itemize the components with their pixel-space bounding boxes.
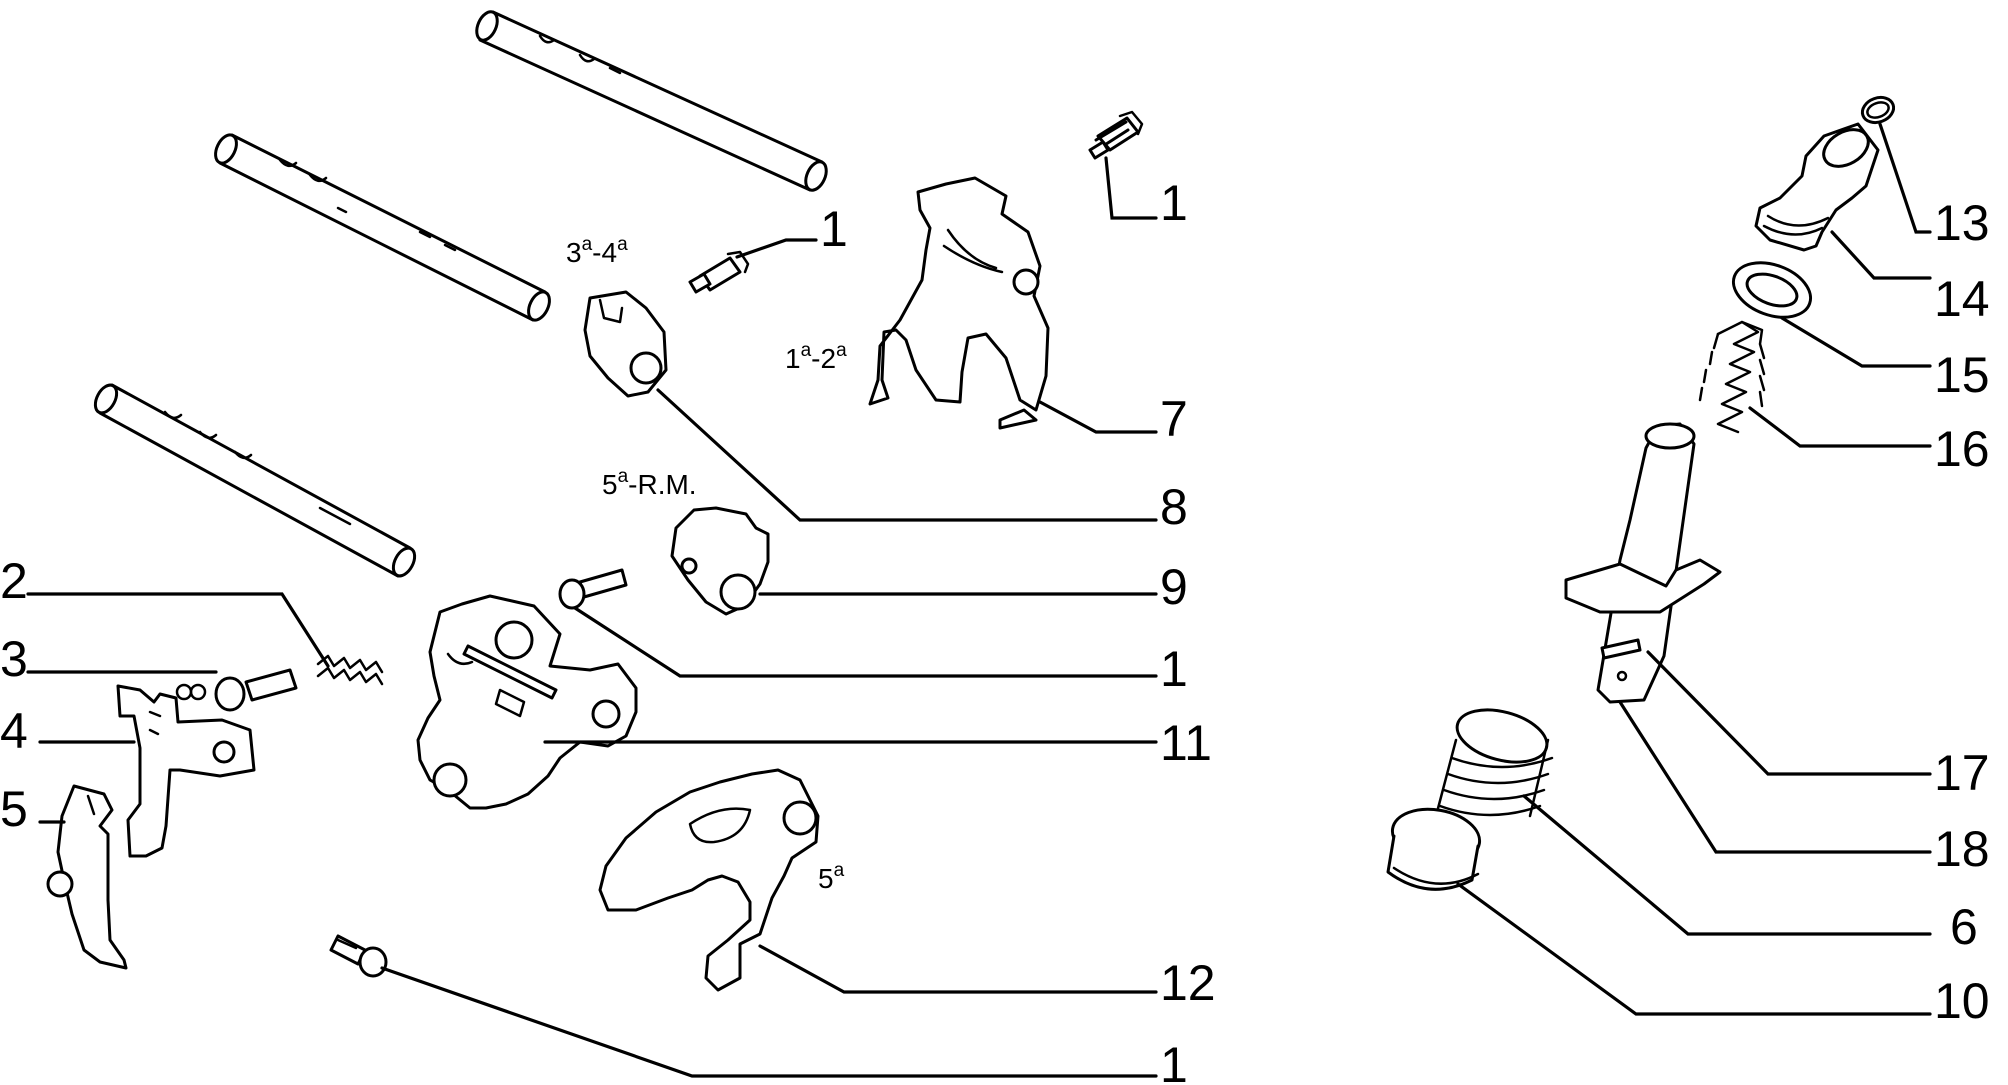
gear-selector-bracket xyxy=(416,594,638,810)
callout-12: 12 xyxy=(1160,955,1216,1011)
bolt-top-right xyxy=(1088,110,1144,160)
interlock-plate-5 xyxy=(46,784,128,970)
gear-label-1st-2nd: 1a-2a xyxy=(785,340,847,374)
gear-label-3rd-4th: 3a-4a xyxy=(566,234,628,268)
interlock-plate-4 xyxy=(116,684,256,858)
bolt-middle xyxy=(688,250,750,294)
selector-shaft-18 xyxy=(1564,422,1722,704)
bolt-bottom xyxy=(329,934,388,978)
callout-4: 4 xyxy=(0,703,28,759)
threaded-plug-14 xyxy=(1754,122,1880,252)
callout-1-bottom: 1 xyxy=(1160,1037,1188,1085)
detent-spring-2 xyxy=(316,654,384,686)
detent-plunger-3 xyxy=(175,668,298,712)
bolt-left-of-bracket xyxy=(558,568,628,610)
leader-lines xyxy=(26,122,1932,1078)
sleeve-10 xyxy=(1386,807,1482,891)
selector-rod-top xyxy=(475,10,828,192)
callout-7: 7 xyxy=(1160,391,1188,447)
callout-14: 14 xyxy=(1934,271,1990,327)
callout-3: 3 xyxy=(0,631,28,687)
coil-spring-16 xyxy=(1698,320,1766,434)
gear-label-5th-reverse: 5a-R.M. xyxy=(602,466,697,500)
selector-rod-middle xyxy=(214,133,551,322)
callout-1-top: 1 xyxy=(1160,175,1188,231)
callout-2: 2 xyxy=(0,553,28,609)
shift-lug-3rd-4th xyxy=(583,290,668,398)
spring-6 xyxy=(1434,708,1554,818)
callout-1-right: 1 xyxy=(1160,641,1188,697)
callout-6: 6 xyxy=(1950,899,1978,955)
gear-label-5th: 5a xyxy=(818,860,845,894)
callout-15: 15 xyxy=(1934,347,1990,403)
callout-9: 9 xyxy=(1160,559,1188,615)
shift-lug-5th-reverse xyxy=(670,506,770,616)
shift-fork-1st-2nd xyxy=(868,176,1050,430)
callout-10: 10 xyxy=(1934,973,1990,1029)
seal-ring-13 xyxy=(1860,95,1896,125)
roll-pin-17 xyxy=(1600,638,1642,660)
callout-17: 17 xyxy=(1934,745,1990,801)
selector-rod-bottom xyxy=(93,383,417,578)
callout-13: 13 xyxy=(1934,195,1990,251)
callout-8: 8 xyxy=(1160,479,1188,535)
callout-16: 16 xyxy=(1934,421,1990,477)
washer-15 xyxy=(1731,261,1813,319)
callout-5: 5 xyxy=(0,781,28,837)
callout-1-mid: 1 xyxy=(820,201,848,257)
shift-fork-5th xyxy=(598,768,820,992)
callout-18: 18 xyxy=(1934,821,1990,877)
callout-11: 11 xyxy=(1160,715,1212,771)
